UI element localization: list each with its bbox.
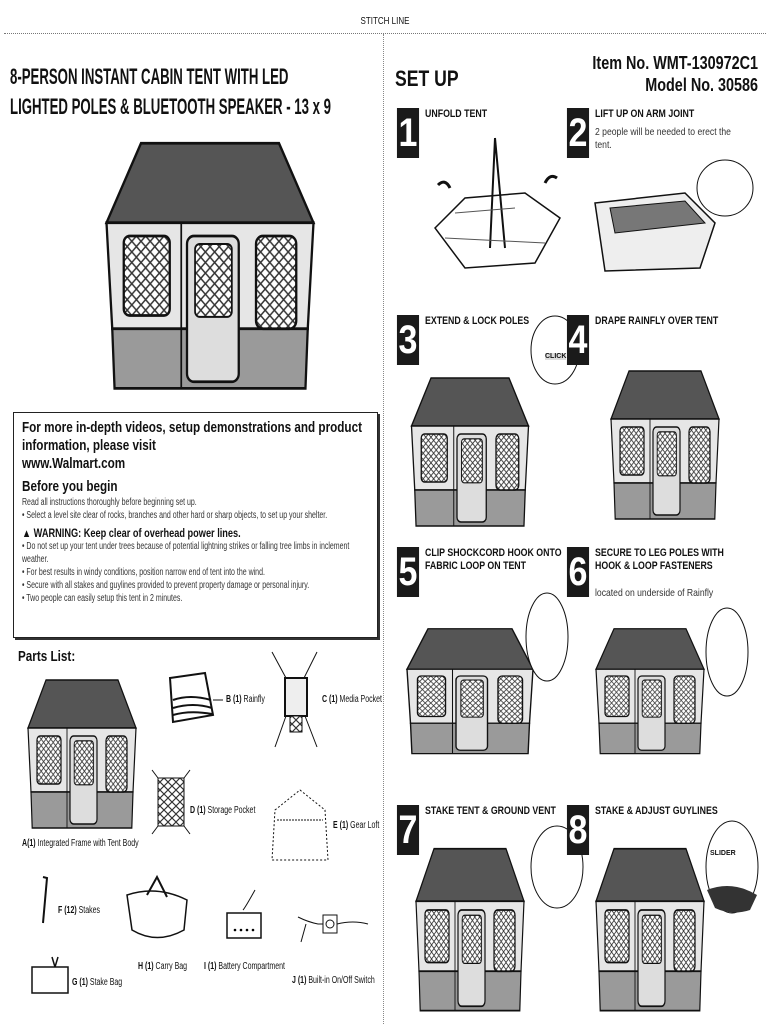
part-g-stake-bag-illustration	[31, 956, 69, 994]
frame-lift-illustration	[594, 159, 754, 272]
step-number: 8	[566, 805, 590, 855]
parts-list-heading: Parts List:	[18, 648, 76, 665]
part-i-label: I (1) Battery Compartment	[204, 961, 285, 972]
step-5: 5 CLIP SHOCKCORD HOOK ONTO FABRIC LOOP O…	[395, 547, 583, 787]
part-i-battery-compartment-illustration	[226, 889, 262, 939]
part-f-stake-illustration	[42, 876, 49, 924]
step-1: 1 UNFOLD TENT	[395, 108, 583, 308]
unfolded-tent-illustration	[434, 137, 561, 269]
shockcord-tent-illustration	[400, 622, 540, 757]
tent-illustration	[95, 130, 325, 395]
warning-heading: ▲ WARNING: Keep clear of overhead power …	[22, 528, 366, 540]
part-h-label: H (1) Carry Bag	[138, 961, 188, 972]
step-number: 6	[566, 547, 590, 597]
part-b-label: B (1) Rainfly	[226, 694, 265, 705]
warning-item: • Secure with all stakes and guylines pr…	[22, 580, 310, 591]
part-b-rainfly-illustration	[168, 671, 223, 724]
rainfly-tent-illustration	[605, 363, 725, 523]
item-model-info: Item No. WMT-130972C1 Model No. 30586	[592, 52, 758, 96]
warning-text: WARNING: Keep clear of overhead power li…	[33, 528, 241, 540]
step-8: 8 STAKE & ADJUST GUYLINES SLIDER	[565, 805, 759, 1015]
model-number: Model No. 30586	[645, 75, 758, 95]
slider-callout: SLIDER	[710, 850, 736, 857]
step-number: 1	[396, 108, 420, 158]
step-title: SECURE TO LEG POLES WITH HOOK & LOOP FAS…	[595, 547, 724, 572]
page-title: 8-PERSON INSTANT CABIN TENT WITH LED LIG…	[10, 62, 331, 122]
warning-item: • Do not set up your tent under trees be…	[22, 541, 350, 565]
stitch-line	[4, 33, 766, 34]
step-number: 2	[566, 108, 590, 158]
step-title: UNFOLD TENT	[425, 108, 488, 120]
walmart-link[interactable]: www.Walmart.com	[22, 455, 126, 472]
stitch-line-label: STITCH LINE	[360, 16, 410, 27]
step-title: STAKE & ADJUST GUYLINES	[595, 805, 718, 817]
warning-item: • For best results in windy conditions, …	[22, 567, 265, 578]
part-c-media-pocket-illustration	[271, 651, 318, 748]
step-2: 2 LIFT UP ON ARM JOINT 2 people will be …	[565, 108, 754, 308]
step-number: 7	[396, 805, 420, 855]
shockcord-detail-circle	[525, 592, 569, 682]
info-box: For more in-depth videos, setup demonstr…	[13, 412, 378, 638]
title-line-1: 8-PERSON INSTANT CABIN TENT WITH LED	[10, 64, 289, 89]
step-title: LIFT UP ON ARM JOINT	[595, 108, 695, 120]
part-h-carry-bag-illustration	[126, 874, 188, 939]
before-you-begin-heading: Before you begin	[22, 478, 118, 495]
fastener-detail-circle	[705, 607, 749, 697]
warning-item: • Two people can easily setup this tent …	[22, 593, 183, 604]
part-j-switch-illustration	[297, 914, 369, 943]
column-divider	[383, 34, 384, 1024]
part-e-gear-loft-illustration	[271, 789, 329, 861]
step-title: EXTEND & LOCK POLES	[425, 315, 530, 327]
step-number: 5	[396, 547, 420, 597]
part-a-tent-illustration	[22, 672, 142, 832]
more-info-text: For more in-depth videos, setup demonstr…	[22, 419, 362, 454]
guyline-tent-illustration	[590, 840, 710, 1015]
part-f-label: F (12) Stakes	[58, 905, 101, 916]
title-line-2: LIGHTED POLES & BLUETOOTH SPEAKER - 13 x…	[10, 94, 332, 119]
leg-fastener-tent-illustration	[590, 622, 710, 757]
step-4: 4 DRAPE RAINFLY OVER TENT	[565, 315, 753, 535]
step-title: DRAPE RAINFLY OVER TENT	[595, 315, 719, 327]
guyline-detail-circle	[705, 820, 759, 914]
read-instructions-text: Read all instructions thoroughly before …	[22, 497, 197, 508]
part-d-storage-pocket-illustration	[151, 769, 191, 835]
item-number: Item No. WMT-130972C1	[592, 53, 758, 73]
part-e-label: E (1) Gear Loft	[333, 820, 380, 831]
part-j-label: J (1) Built-in On/Off Switch	[292, 975, 375, 986]
step-description: located on underside of Rainfly	[595, 587, 714, 599]
part-a-label: A(1) Integrated Frame with Tent Body	[22, 838, 139, 849]
step-7: 7 STAKE TENT & GROUND VENT	[395, 805, 584, 1015]
step-3: 3 EXTEND & LOCK POLES CLICK	[395, 315, 583, 535]
part-c-label: C (1) Media Pocket	[322, 694, 382, 705]
step-description: 2 people will be needed to erect the ten…	[595, 126, 731, 151]
part-d-label: D (1) Storage Pocket	[190, 805, 256, 816]
warning-icon: ▲	[22, 528, 34, 540]
setup-heading: SET UP	[395, 66, 459, 91]
step-6: 6 SECURE TO LEG POLES WITH HOOK & LOOP F…	[565, 547, 753, 787]
step-number: 4	[566, 315, 590, 365]
step-title: STAKE TENT & GROUND VENT	[425, 805, 556, 817]
step-title: CLIP SHOCKCORD HOOK ONTO FABRIC LOOP ON …	[425, 547, 562, 572]
click-callout: CLICK	[545, 353, 567, 360]
step-number: 3	[396, 315, 420, 365]
stake-tent-illustration	[410, 840, 530, 1015]
part-g-label: G (1) Stake Bag	[72, 977, 123, 988]
extend-poles-illustration	[405, 370, 535, 530]
select-site-text: • Select a level site clear of rocks, br…	[22, 510, 328, 521]
